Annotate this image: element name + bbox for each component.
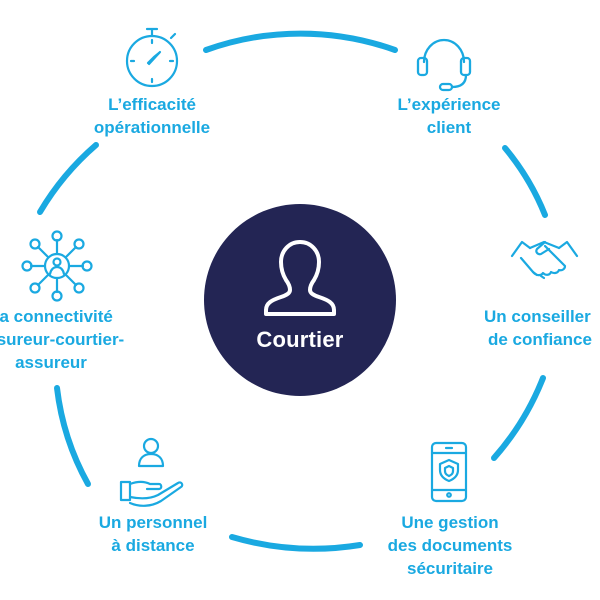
node-label-line: L’expérience bbox=[397, 95, 501, 114]
node-label-experience: L’expérience client bbox=[364, 93, 534, 139]
ring-arc-top bbox=[203, 30, 398, 53]
handshake-icon bbox=[510, 240, 579, 280]
network-hub-icon bbox=[21, 230, 93, 302]
ring-arc-bottom bbox=[229, 534, 363, 552]
ring-arc-upper-left bbox=[37, 142, 99, 215]
node-label-line: de confiance bbox=[488, 330, 592, 349]
node-label-connectivite: La connectivité assureur-courtier- assur… bbox=[0, 305, 166, 374]
node-label-line: Une gestion bbox=[401, 513, 499, 532]
node-label-line: Un personnel bbox=[98, 513, 208, 532]
node-label-line: des documents bbox=[387, 536, 513, 555]
node-label-line: client bbox=[426, 118, 472, 137]
node-label-efficacite: L’efficacité opérationnelle bbox=[67, 93, 237, 139]
node-label-line: sécuritaire bbox=[407, 559, 493, 578]
hand-holding-person-icon bbox=[119, 437, 184, 507]
person-icon bbox=[264, 240, 336, 316]
ring-arc-upper-right bbox=[502, 145, 548, 218]
node-label-personnel: Un personnel à distance bbox=[68, 511, 238, 557]
node-label-line: assureur bbox=[15, 353, 87, 372]
stopwatch-icon bbox=[125, 27, 179, 88]
node-label-line: La connectivité bbox=[0, 307, 113, 326]
node-label-line: à distance bbox=[111, 536, 195, 555]
node-label-conseiller: Un conseiller de confiance bbox=[484, 305, 592, 351]
node-label-documents: Une gestion des documents sécuritaire bbox=[362, 511, 538, 580]
node-label-line: Un conseiller bbox=[484, 307, 591, 326]
secure-smartphone-icon bbox=[430, 441, 468, 503]
node-label-line: L’efficacité bbox=[108, 95, 196, 114]
ring-arc-lower-right bbox=[491, 375, 546, 461]
node-label-line: assureur-courtier- bbox=[0, 330, 125, 349]
center-label: Courtier bbox=[256, 327, 344, 352]
ring-arc-lower-left bbox=[54, 385, 91, 487]
node-label-line: opérationnelle bbox=[93, 118, 211, 137]
center-node: Courtier bbox=[204, 204, 396, 396]
headset-icon bbox=[416, 38, 472, 92]
